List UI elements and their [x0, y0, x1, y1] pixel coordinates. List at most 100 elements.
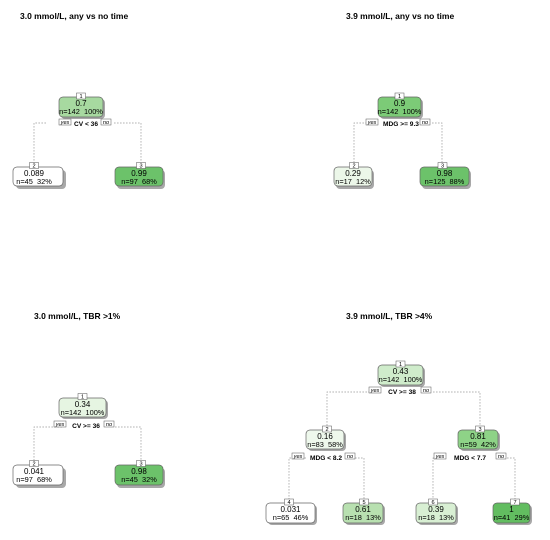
node-value: 0.031	[280, 505, 301, 514]
split-rule: MDG < 7.7	[454, 455, 486, 462]
node-counts: n=142 100%	[59, 107, 103, 116]
edge-right	[498, 457, 516, 502]
tree-node: 1 0.9 n=142 100%	[378, 92, 423, 119]
edge-left	[288, 457, 306, 502]
node-counts: n=142 100%	[378, 107, 422, 116]
node-value: 0.61	[355, 505, 371, 514]
yes-label: yes	[55, 422, 65, 428]
node-id-tag	[359, 498, 369, 506]
node-counts: n=59 42%	[460, 440, 496, 449]
tree-panel-3: 3.0 mmol/L, TBR >1% 1 0.34 n=142 100% ye…	[12, 311, 165, 488]
yes-label-box	[53, 420, 67, 428]
node-id-tag	[394, 92, 405, 100]
tree-panel-2: 3.9 mmol/L, any vs no time 1 0.9 n=142 1…	[333, 11, 471, 189]
tree-node: 3 0.81 n=59 42%	[457, 425, 500, 451]
tree-node: 2 0.041 n=97 68%	[12, 460, 66, 488]
yes-label-box	[58, 118, 72, 126]
node-id-tag	[76, 92, 86, 100]
node-counts: n=65 46%	[273, 513, 309, 522]
node-id: 3	[478, 427, 481, 433]
node-value: 0.43	[393, 367, 409, 376]
node-id-tag	[29, 460, 39, 467]
node-counts: n=18 13%	[345, 513, 381, 522]
node-id: 4	[287, 500, 290, 506]
node-id-tag	[428, 498, 438, 506]
tree-title: 3.0 mmol/L, TBR >1%	[34, 311, 121, 321]
node-counts: n=17 12%	[335, 177, 371, 186]
node-id: 3	[441, 163, 444, 169]
node-id-tag	[510, 498, 520, 506]
node-id-tag	[349, 162, 359, 169]
node-counts: n=97 68%	[121, 177, 157, 186]
node-value: 0.29	[345, 169, 361, 178]
split-rule: MDG >= 9.3	[383, 121, 419, 128]
no-label: no	[422, 120, 428, 126]
tree-panel-4: 3.9 mmol/L, TBR >4% 1 0.43 n=142 100% ye…	[265, 311, 532, 525]
tree-node: 1 0.34 n=142 100%	[58, 393, 108, 419]
no-label-box	[419, 118, 431, 126]
node-value: 0.39	[428, 505, 444, 514]
tree-node: 7 1 n=41 29%	[492, 498, 532, 525]
node-value: 0.9	[394, 99, 406, 108]
no-label-box	[420, 386, 432, 394]
no-label-box	[103, 420, 115, 428]
tree-node: 5 0.61 n=18 13%	[342, 498, 385, 525]
node-id: 1	[398, 94, 401, 100]
node-id: 2	[325, 427, 328, 433]
no-label: no	[423, 388, 429, 394]
no-label: no	[498, 454, 504, 460]
node-id: 5	[362, 500, 365, 506]
node-id: 2	[32, 461, 35, 467]
edge-right	[346, 457, 365, 502]
node-id: 1	[81, 394, 84, 400]
edge-left	[33, 426, 62, 465]
node-id-tag	[437, 162, 448, 169]
no-label: no	[103, 120, 109, 126]
node-value: 0.7	[75, 99, 87, 108]
node-value: 0.34	[75, 400, 91, 409]
node-id: 3	[139, 461, 142, 467]
node-counts: n=97 68%	[16, 475, 52, 484]
edge-right	[114, 122, 142, 167]
node-id-tag	[136, 162, 146, 169]
yes-label-box	[433, 452, 447, 460]
node-counts: n=142 100%	[61, 408, 105, 417]
tree-title: 3.9 mmol/L, TBR >4%	[346, 311, 433, 321]
node-id: 3	[139, 163, 142, 169]
tree-node: 2 0.29 n=17 12%	[333, 162, 374, 189]
node-id-tag	[284, 498, 294, 506]
node-value: 0.089	[24, 169, 45, 178]
tree-node: 2 0.16 n=83 58%	[305, 425, 346, 451]
no-label-box	[100, 118, 112, 126]
node-id: 7	[513, 500, 516, 506]
node-id: 1	[399, 362, 402, 368]
tree-panel-1: 3.0 mmol/L, any vs no time 1 0.7 n=142 1…	[12, 11, 165, 189]
node-value: 0.99	[131, 169, 147, 178]
split-rule: CV >= 38	[388, 389, 416, 396]
tree-node: 2 0.089 n=45 32%	[12, 162, 66, 189]
no-label: no	[106, 422, 112, 428]
node-id-tag	[29, 162, 39, 169]
node-counts: n=45 32%	[121, 475, 157, 484]
tree-node: 3 0.98 n=125 88%	[419, 162, 471, 189]
node-id: 6	[431, 500, 434, 506]
node-counts: n=18 13%	[418, 513, 454, 522]
yes-label: yes	[435, 454, 445, 460]
node-id: 2	[352, 163, 355, 169]
yes-label-box	[365, 118, 379, 126]
node-value: 0.98	[131, 467, 147, 476]
node-value: 0.16	[317, 432, 333, 441]
tree-node: 3 0.98 n=45 32%	[114, 460, 165, 488]
edge-left	[432, 457, 437, 502]
node-counts: n=45 32%	[16, 177, 52, 186]
tree-node: 6 0.39 n=18 13%	[415, 498, 458, 525]
split-rule: CV >= 36	[72, 423, 100, 430]
node-counts: n=41 29%	[494, 513, 530, 522]
node-id-tag	[77, 393, 88, 400]
split-rule: CV < 36	[74, 121, 98, 128]
node-id-tag	[322, 425, 332, 433]
node-id: 1	[79, 94, 82, 100]
node-counts: n=83 58%	[307, 440, 343, 449]
tree-node: 4 0.031 n=65 46%	[265, 498, 317, 525]
